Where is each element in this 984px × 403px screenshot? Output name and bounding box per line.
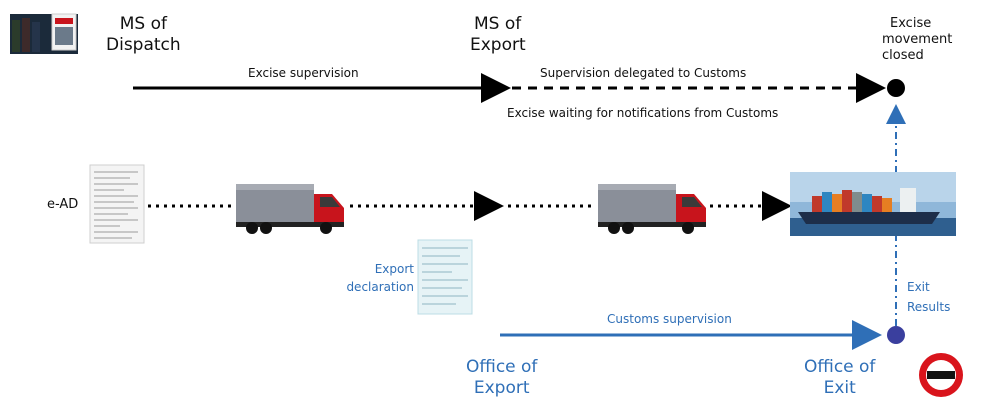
office-exit-node <box>887 326 905 344</box>
ead-label: e-AD <box>47 197 79 212</box>
export-declaration-label: Export declaration <box>346 262 414 294</box>
truck-icon-1 <box>236 184 344 234</box>
office-of-exit-label: Office of Exit <box>804 357 876 398</box>
excise-supervision-label: Excise supervision <box>248 66 359 80</box>
container-ship-icon <box>790 172 956 236</box>
excise-goods-icon <box>10 13 78 54</box>
customs-supervision-label: Customs supervision <box>607 312 732 326</box>
export-title: MS of Export <box>470 14 526 55</box>
customs-sign-icon <box>919 353 963 397</box>
exit-results-label: Exit Results <box>907 280 951 314</box>
excise-waiting-label: Excise waiting for notifications from Cu… <box>507 106 779 120</box>
movement-closed-node <box>887 79 905 97</box>
delegated-supervision-label: Supervision delegated to Customs <box>540 66 747 80</box>
ead-document-icon <box>89 164 145 244</box>
movement-closed-label: Excise movement closed <box>882 16 953 63</box>
export-declaration-icon <box>417 239 473 315</box>
office-of-export-label: Office of Export <box>466 357 538 398</box>
truck-icon-2 <box>598 184 706 234</box>
dispatch-title: MS of Dispatch <box>106 14 181 55</box>
